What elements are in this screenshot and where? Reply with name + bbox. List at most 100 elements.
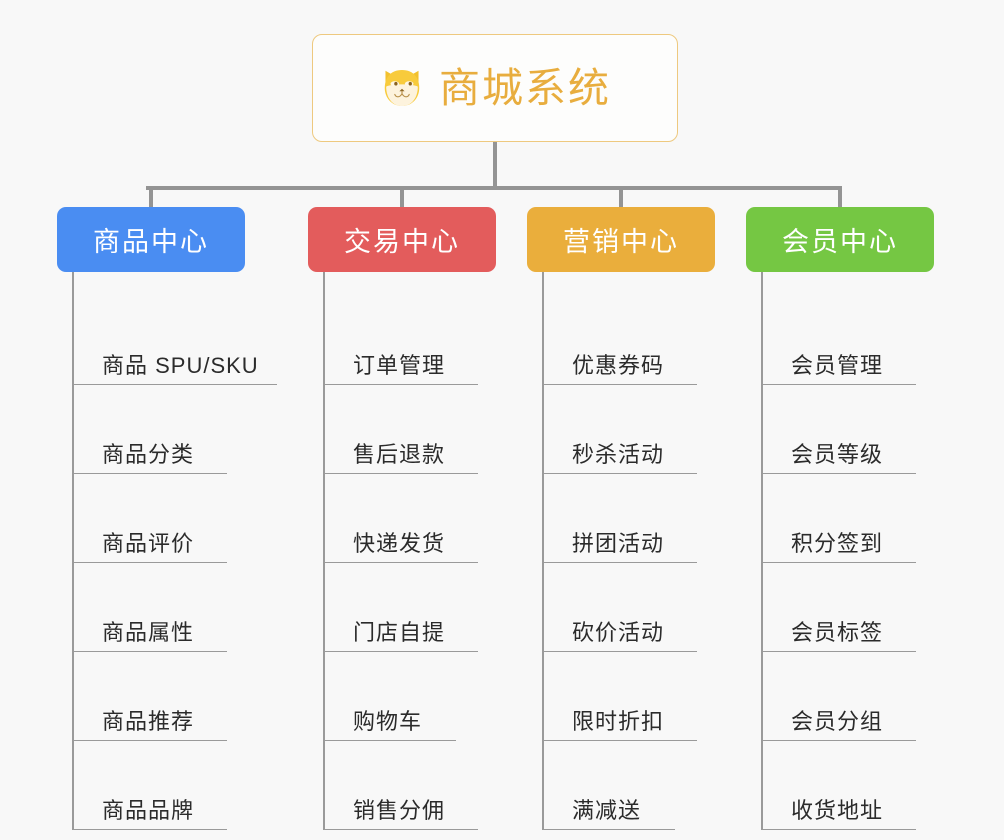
- leaf-item[interactable]: 会员标签: [761, 563, 971, 652]
- leaf-item-rule: [542, 562, 697, 563]
- leaf-item-label: 秒杀活动: [572, 441, 665, 467]
- leaf-item-label: 门店自提: [353, 619, 446, 645]
- leaf-item-rule: [72, 562, 227, 563]
- leaf-item-rule: [323, 651, 478, 652]
- leaf-item[interactable]: 商品评价: [72, 474, 282, 563]
- category-title-member: 会员中心: [782, 227, 898, 257]
- leaf-item[interactable]: 快递发货: [323, 474, 533, 563]
- connector-drop-marketing: [619, 186, 623, 208]
- leaf-item-rule: [323, 829, 478, 830]
- root-title: 商城系统: [439, 64, 611, 111]
- category-title-trade: 交易中心: [344, 227, 460, 257]
- connector-drop-product: [149, 186, 153, 208]
- leaf-item[interactable]: 积分签到: [761, 474, 971, 563]
- leaf-item-label: 销售分佣: [353, 797, 446, 823]
- leaf-item-label: 拼团活动: [572, 530, 665, 556]
- leaf-item-rule: [72, 473, 227, 474]
- connector-drop-member: [838, 186, 842, 208]
- leaf-item-label: 商品 SPU/SKU: [102, 352, 259, 378]
- leaf-item-rule: [761, 473, 916, 474]
- branch-column-member: 会员管理会员等级积分签到会员标签会员分组收货地址: [761, 272, 971, 830]
- leaf-item-label: 优惠券码: [572, 352, 665, 378]
- leaf-item-rule: [761, 651, 916, 652]
- leaf-item[interactable]: 商品属性: [72, 563, 282, 652]
- leaf-item[interactable]: 会员等级: [761, 385, 971, 474]
- leaf-item-rule: [72, 651, 227, 652]
- leaf-item-label: 会员标签: [791, 619, 884, 645]
- leaf-item-rule: [323, 473, 478, 474]
- leaf-item[interactable]: 优惠券码: [542, 296, 752, 385]
- leaf-item[interactable]: 会员分组: [761, 652, 971, 741]
- leaf-item-label: 砍价活动: [572, 619, 665, 645]
- category-box-trade[interactable]: 交易中心: [308, 207, 496, 272]
- leaf-item[interactable]: 收货地址: [761, 741, 971, 830]
- connector-drop-trade: [400, 186, 404, 208]
- leaf-item[interactable]: 售后退款: [323, 385, 533, 474]
- leaf-item-label: 商品评价: [102, 530, 195, 556]
- leaf-item[interactable]: 销售分佣: [323, 741, 533, 830]
- leaf-item-rule: [542, 829, 675, 830]
- category-title-marketing: 营销中心: [563, 227, 679, 257]
- leaf-item-rule: [542, 384, 697, 385]
- leaf-item-label: 商品推荐: [102, 708, 195, 734]
- leaf-item-label: 商品分类: [102, 441, 195, 467]
- connector-root-stem: [493, 142, 497, 190]
- leaf-item-rule: [761, 740, 916, 741]
- leaf-item[interactable]: 秒杀活动: [542, 385, 752, 474]
- leaf-item-label: 售后退款: [353, 441, 446, 467]
- root-node[interactable]: 商城系统: [312, 34, 678, 142]
- leaf-item[interactable]: 商品 SPU/SKU: [72, 296, 282, 385]
- leaf-item[interactable]: 满减送: [542, 741, 752, 830]
- leaf-item-rule: [72, 740, 227, 741]
- leaf-item[interactable]: 拼团活动: [542, 474, 752, 563]
- column-spine-marketing: [542, 272, 544, 830]
- shiba-dog-icon: [384, 70, 420, 106]
- connector-horizontal-bar: [146, 186, 842, 190]
- leaf-item-rule: [761, 829, 916, 830]
- leaf-item-label: 满减送: [572, 797, 642, 823]
- leaf-item-rule: [761, 384, 916, 385]
- leaf-item[interactable]: 购物车: [323, 652, 533, 741]
- category-box-marketing[interactable]: 营销中心: [527, 207, 715, 272]
- leaf-item-label: 会员分组: [791, 708, 884, 734]
- leaf-item-rule: [72, 829, 227, 830]
- leaf-item-rule: [323, 740, 456, 741]
- category-box-member[interactable]: 会员中心: [746, 207, 934, 272]
- leaf-item-label: 限时折扣: [572, 708, 665, 734]
- branch-column-marketing: 优惠券码秒杀活动拼团活动砍价活动限时折扣满减送: [542, 272, 752, 830]
- column-spine-member: [761, 272, 763, 830]
- leaf-list-product: 商品 SPU/SKU 商品分类商品评价商品属性商品推荐商品品牌: [72, 272, 282, 830]
- leaf-item[interactable]: 门店自提: [323, 563, 533, 652]
- leaf-item-label: 商品属性: [102, 619, 195, 645]
- column-spine-product: [72, 272, 74, 830]
- column-spine-trade: [323, 272, 325, 830]
- leaf-item-label: 购物车: [353, 708, 423, 734]
- leaf-list-trade: 订单管理售后退款快递发货门店自提购物车销售分佣: [323, 272, 533, 830]
- leaf-item-rule: [72, 384, 277, 385]
- leaf-item-rule: [542, 473, 697, 474]
- leaf-item-rule: [761, 562, 916, 563]
- leaf-list-marketing: 优惠券码秒杀活动拼团活动砍价活动限时折扣满减送: [542, 272, 752, 830]
- leaf-item[interactable]: 商品推荐: [72, 652, 282, 741]
- leaf-item-label: 快递发货: [353, 530, 446, 556]
- leaf-item[interactable]: 商品分类: [72, 385, 282, 474]
- leaf-item-label: 积分签到: [791, 530, 884, 556]
- leaf-item-rule: [323, 384, 478, 385]
- branch-column-product: 商品 SPU/SKU 商品分类商品评价商品属性商品推荐商品品牌: [72, 272, 282, 830]
- leaf-item-rule: [542, 740, 697, 741]
- leaf-item-rule: [323, 562, 478, 563]
- leaf-item-label: 收货地址: [791, 797, 884, 823]
- leaf-item-label: 商品品牌: [102, 797, 195, 823]
- category-title-product: 商品中心: [93, 227, 209, 257]
- category-box-product[interactable]: 商品中心: [57, 207, 245, 272]
- leaf-list-member: 会员管理会员等级积分签到会员标签会员分组收货地址: [761, 272, 971, 830]
- leaf-item[interactable]: 会员管理: [761, 296, 971, 385]
- leaf-item[interactable]: 订单管理: [323, 296, 533, 385]
- leaf-item[interactable]: 商品品牌: [72, 741, 282, 830]
- leaf-item-label: 会员管理: [791, 352, 884, 378]
- leaf-item-label: 订单管理: [353, 352, 446, 378]
- leaf-item[interactable]: 砍价活动: [542, 563, 752, 652]
- leaf-item[interactable]: 限时折扣: [542, 652, 752, 741]
- leaf-item-label: 会员等级: [791, 441, 884, 467]
